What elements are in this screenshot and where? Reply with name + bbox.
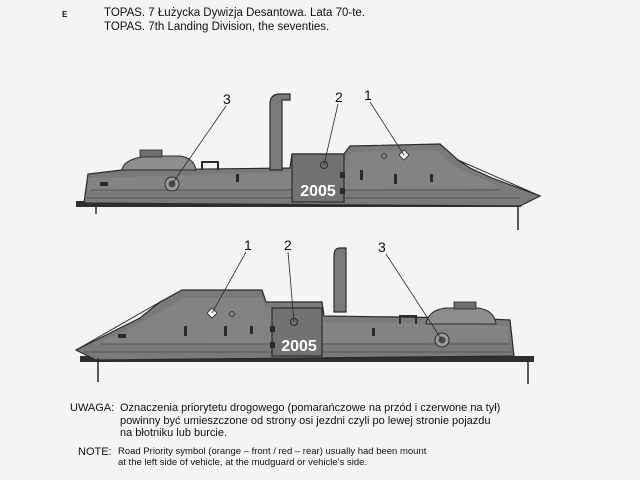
door-hinge-lower (270, 342, 275, 348)
header-line-english: TOPAS. 7th Landing Division, the seventi… (104, 21, 330, 33)
hull-detail (360, 170, 363, 180)
hatch-cupola (453, 301, 477, 310)
hull-handle (201, 161, 219, 170)
callout-number-2: 2 (335, 89, 343, 105)
callout-number-1: 1 (244, 237, 252, 253)
callout-leader-3 (171, 105, 227, 185)
door-hinge-lower (340, 188, 345, 194)
uwaga-text: Oznaczenia priorytetu drogowego (pomarań… (120, 402, 500, 440)
callout-leader-1 (211, 251, 247, 314)
hatch-dome (121, 155, 197, 171)
callout-number-3: 3 (378, 239, 386, 255)
callout-leader-2 (287, 251, 295, 323)
uwaga-note: UWAGA: Oznaczenia priorytetu drogowego (… (70, 402, 630, 440)
hatch-cupola (139, 149, 163, 158)
door-hinge-upper (270, 326, 275, 332)
uwaga-line: powinny być umieszczone od strony osi je… (120, 414, 491, 427)
plate-letter: E (62, 10, 68, 19)
vehicle-side-view-left: 2005 1 2 3 (74, 237, 534, 384)
callout-leader-2 (323, 103, 339, 166)
hull-detail (372, 328, 375, 336)
hatch-dome (425, 307, 497, 325)
uwaga-line: Oznaczenia priorytetu drogowego (pomarań… (120, 402, 501, 414)
note-line: at the left side of vehicle, at the mudg… (118, 457, 368, 468)
callout-number-3: 3 (223, 91, 231, 107)
bow-edge (75, 301, 161, 351)
hull-detail (236, 174, 239, 182)
english-note: NOTE: Road Priority symbol (orange – fro… (70, 446, 630, 469)
hull-handle (399, 315, 417, 324)
note-text: Road Priority symbol (orange – front / r… (118, 446, 426, 469)
exhaust-stack (269, 93, 291, 171)
hull-detail (250, 326, 253, 334)
hull-detail (394, 174, 397, 184)
callout-leader-3 (385, 253, 443, 341)
side-door (291, 153, 345, 203)
uwaga-line: na błotniku lub burcie. (120, 427, 228, 439)
side-door (271, 307, 323, 357)
uwaga-label: UWAGA: (70, 402, 115, 414)
hull-detail (229, 311, 235, 317)
track-shadow (80, 356, 534, 362)
registration-number: 2005 (300, 183, 336, 200)
note-label: NOTE: (78, 445, 112, 458)
exhaust-stack (333, 247, 347, 313)
callout-number-1: 1 (364, 87, 372, 103)
door-hinge-upper (340, 172, 345, 178)
registration-number: 2005 (281, 338, 317, 355)
hull-detail (118, 334, 126, 338)
bow-edge (457, 159, 541, 197)
hull-detail (184, 326, 187, 336)
header: TOPAS. 7 Łużycka Dywizja Desantowa. Lata… (104, 6, 365, 34)
hull-detail (430, 174, 433, 182)
hull-detail (381, 153, 387, 159)
callout-leader-1 (369, 101, 405, 156)
vehicle-drawings: 2005 3 2 1 (74, 87, 542, 384)
header-line-polish: TOPAS. 7 Łużycka Dywizja Desantowa. Lata… (104, 7, 366, 19)
vehicle-side-view-right: 2005 3 2 1 (76, 87, 542, 230)
callout-number-2: 2 (284, 237, 292, 253)
note-line: Road Priority symbol (orange – front / r… (118, 445, 427, 457)
door-lamp (320, 161, 328, 169)
hull-detail (100, 182, 108, 186)
hull-detail (224, 326, 227, 336)
notes-block: UWAGA: Oznaczenia priorytetu drogowego (… (70, 402, 630, 469)
